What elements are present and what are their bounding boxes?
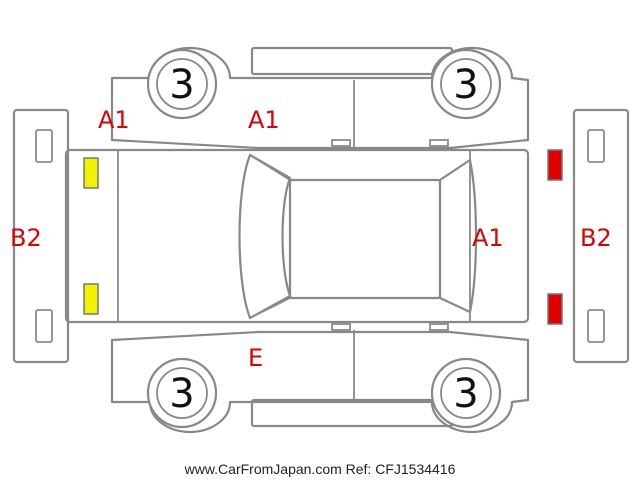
front-right-light-marker <box>83 283 99 315</box>
wheel-rear-right: 3 <box>430 357 502 429</box>
wheel-rear-right-grade: 3 <box>453 371 478 417</box>
damage-label-left-front-corner: A1 <box>98 106 130 134</box>
front-left-light-marker <box>83 157 99 189</box>
wheel-front-right: 3 <box>146 357 218 429</box>
rear-bumper <box>572 108 630 364</box>
rear-right-light-marker <box>547 293 563 325</box>
wheel-rear-left: 3 <box>430 48 502 120</box>
wheel-rear-left-grade: 3 <box>453 62 478 108</box>
damage-label-rear-bumper: B2 <box>580 224 612 252</box>
car-body-top-view <box>64 148 530 324</box>
right-side-panel <box>110 323 530 434</box>
rear-light-markers <box>547 149 563 325</box>
footer-reference: www.CarFromJapan.com Ref: CFJ1534416 <box>184 461 456 477</box>
rear-left-light-marker <box>547 149 563 181</box>
damage-label-rear-panel: A1 <box>472 224 504 252</box>
front-bumper <box>12 108 70 364</box>
damage-label-front-bumper: B2 <box>10 224 42 252</box>
wheel-front-right-grade: 3 <box>169 371 194 417</box>
wheel-front-left: 3 <box>146 48 218 120</box>
damage-label-right-door-front: E <box>248 344 263 372</box>
front-light-markers <box>83 157 99 315</box>
wheel-front-left-grade: 3 <box>169 62 194 108</box>
damage-label-left-door-front: A1 <box>248 106 280 134</box>
